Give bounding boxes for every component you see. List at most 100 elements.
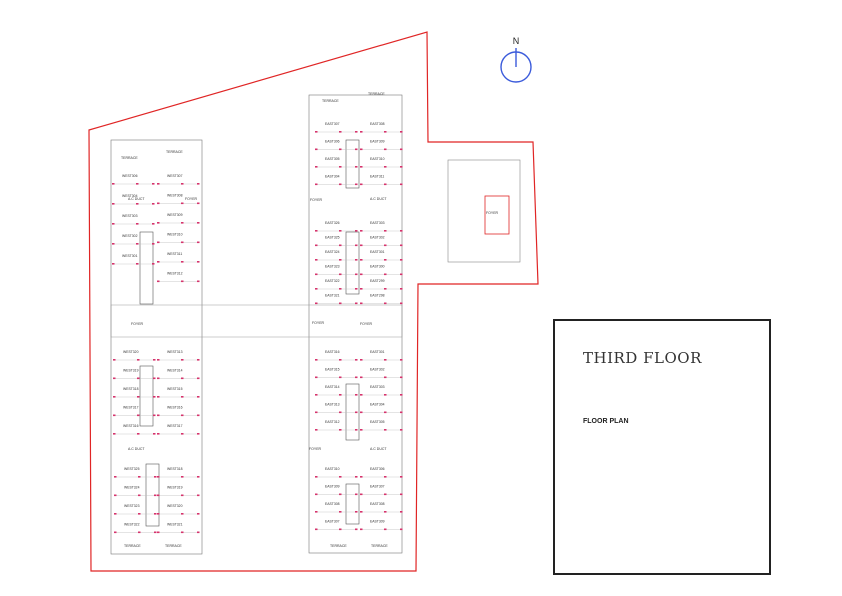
door-marker [339, 411, 342, 414]
door-marker [113, 359, 116, 361]
door-marker [355, 148, 358, 151]
unit-label: WEST315 [167, 387, 183, 391]
door-marker [360, 528, 363, 531]
door-marker [339, 476, 342, 478]
door-marker [197, 261, 200, 263]
east-core-low [345, 383, 360, 441]
unit-label: WEST318 [167, 467, 183, 471]
door-marker [384, 166, 387, 168]
door-marker [152, 183, 155, 185]
site-boundary [88, 31, 539, 572]
door-marker [315, 273, 318, 276]
unit-label: EAST303 [370, 221, 385, 225]
door-marker [315, 259, 318, 261]
door-marker [157, 513, 160, 515]
door-marker [360, 394, 363, 396]
north-label: N [512, 36, 520, 46]
door-marker [339, 183, 342, 186]
unit-label: WEST306 [122, 174, 138, 178]
foyer-label: FOYER [185, 197, 198, 201]
door-marker [113, 396, 116, 398]
compass-icon [500, 48, 532, 83]
door-marker [114, 476, 117, 478]
floor-subtitle: FLOOR PLAN [583, 418, 629, 425]
unit-label: EAST322 [325, 279, 340, 283]
door-marker [153, 396, 156, 398]
ac-duct-label: A.C DUCT [128, 197, 145, 201]
door-marker [400, 183, 403, 186]
door-marker [181, 222, 184, 224]
door-marker [355, 429, 358, 431]
door-marker [157, 261, 160, 263]
unit-label: EAST315 [325, 368, 340, 372]
terrace-label: TERRACE [121, 156, 138, 160]
door-marker [315, 288, 318, 290]
foyer-label: FOYER [360, 322, 373, 326]
unit-label: EAST310 [325, 467, 340, 471]
unit-label: WEST318 [123, 387, 139, 391]
unit-label: WEST322 [124, 523, 140, 527]
door-marker [384, 183, 387, 186]
door-marker [315, 302, 318, 305]
door-marker [384, 411, 387, 414]
door-marker [400, 359, 403, 361]
door-marker [400, 259, 403, 261]
door-marker [138, 494, 141, 497]
door-marker [157, 280, 160, 283]
unit-label: EAST302 [370, 236, 385, 240]
door-marker [355, 166, 358, 168]
unit-label: EAST303 [370, 385, 385, 389]
door-marker [384, 131, 387, 133]
floor-title: THIRD FLOOR [583, 349, 702, 367]
door-marker [181, 396, 184, 398]
unit-label: WEST304 [122, 194, 138, 198]
door-marker [384, 259, 387, 261]
unit-label: EAST324 [325, 250, 340, 254]
unit-label: EAST306 [370, 467, 385, 471]
door-marker [181, 359, 184, 361]
ac-duct-label: A.C DUCT [370, 197, 387, 201]
door-marker [400, 411, 403, 414]
door-marker [355, 230, 358, 232]
west-wing-outline [110, 139, 203, 555]
door-marker [339, 528, 342, 531]
door-marker [339, 230, 342, 232]
door-marker [197, 241, 200, 244]
door-marker [315, 493, 318, 496]
door-marker [315, 359, 318, 361]
door-marker [355, 288, 358, 290]
door-marker [384, 493, 387, 496]
door-marker [315, 394, 318, 396]
door-marker [360, 244, 363, 247]
door-marker [197, 280, 200, 283]
door-marker [360, 429, 363, 431]
door-marker [181, 202, 184, 205]
door-marker [355, 259, 358, 261]
door-marker [339, 259, 342, 261]
door-marker [360, 166, 363, 168]
door-marker [360, 302, 363, 305]
door-marker [157, 531, 160, 534]
door-marker [157, 494, 160, 497]
east-core-bottom [345, 483, 360, 525]
foyer-label: FOYER [312, 321, 325, 325]
door-marker [157, 222, 160, 224]
door-marker [136, 243, 139, 245]
door-marker [197, 202, 200, 205]
door-marker [181, 241, 184, 244]
door-marker [400, 288, 403, 290]
door-marker [315, 476, 318, 478]
west-core-lower [139, 365, 154, 427]
door-marker [355, 244, 358, 247]
unit-label: WEST319 [123, 369, 139, 373]
unit-label: EAST301 [370, 350, 385, 354]
door-marker [152, 203, 155, 205]
door-marker [355, 528, 358, 531]
door-marker [315, 148, 318, 151]
door-marker [114, 513, 117, 515]
door-marker [360, 273, 363, 276]
unit-label: WEST312 [167, 272, 183, 276]
door-marker [339, 359, 342, 361]
door-marker [112, 223, 115, 225]
door-marker [137, 359, 140, 361]
